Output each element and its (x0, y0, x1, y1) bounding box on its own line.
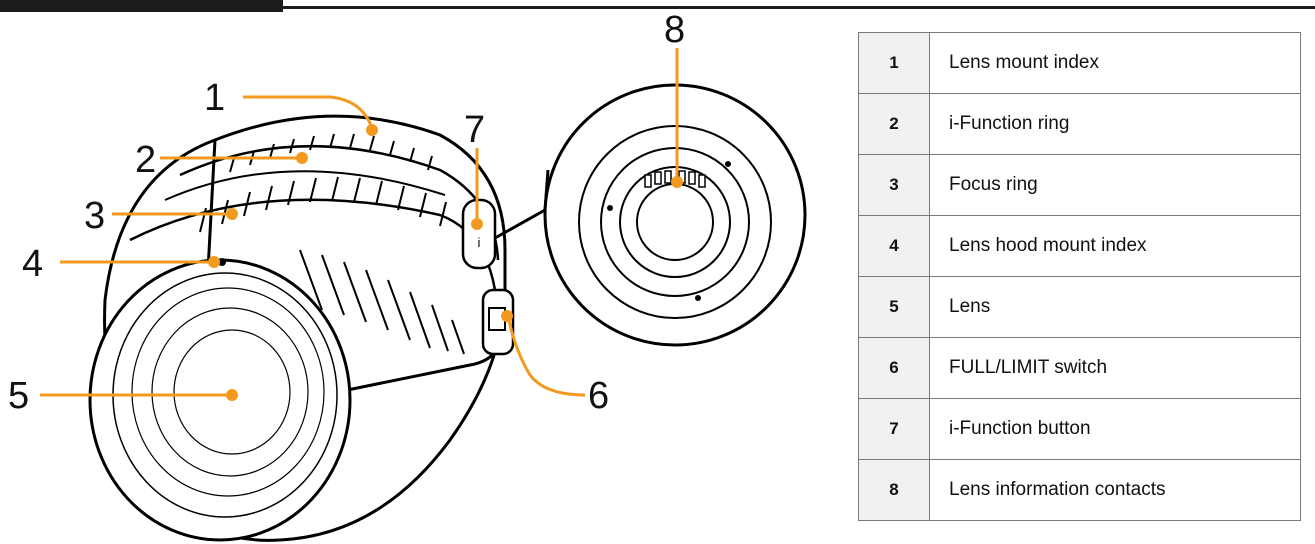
callout-7: 7 (464, 109, 485, 151)
callout-2: 2 (135, 139, 156, 181)
legend-number: 6 (858, 337, 930, 399)
svg-text:i: i (478, 235, 481, 250)
legend-number: 7 (858, 398, 930, 460)
legend-number: 5 (858, 276, 930, 338)
legend-label: i-Function button (929, 398, 1301, 460)
legend-number: 1 (858, 32, 930, 94)
header-tab (0, 0, 283, 12)
callout-8: 8 (664, 9, 685, 51)
callout-1: 1 (204, 77, 225, 119)
legend-label: Lens (929, 276, 1301, 338)
leader-lines (40, 48, 683, 401)
focus-ring-ridges (199, 176, 465, 355)
header-rule (283, 6, 1315, 9)
rear-mount-inset (494, 83, 807, 347)
callout-4: 4 (22, 243, 43, 285)
legend-label: FULL/LIMIT switch (929, 337, 1301, 399)
legend-number: 4 (858, 215, 930, 277)
legend-label: Lens mount index (929, 32, 1301, 94)
legend-label: Lens hood mount index (929, 215, 1301, 277)
callout-3: 3 (84, 195, 105, 237)
legend-label: i-Function ring (929, 93, 1301, 155)
page-header-bar (0, 0, 1315, 12)
legend-label: Lens information contacts (929, 459, 1301, 521)
legend-number: 2 (858, 93, 930, 155)
legend-label: Focus ring (929, 154, 1301, 216)
lens-diagram: i (8, 9, 807, 542)
callout-6: 6 (588, 375, 609, 417)
lens-body-illustration: i (88, 114, 515, 542)
contact-pins (644, 170, 706, 188)
legend-number: 3 (858, 154, 930, 216)
callout-5: 5 (8, 375, 29, 417)
legend-number: 8 (858, 459, 930, 521)
